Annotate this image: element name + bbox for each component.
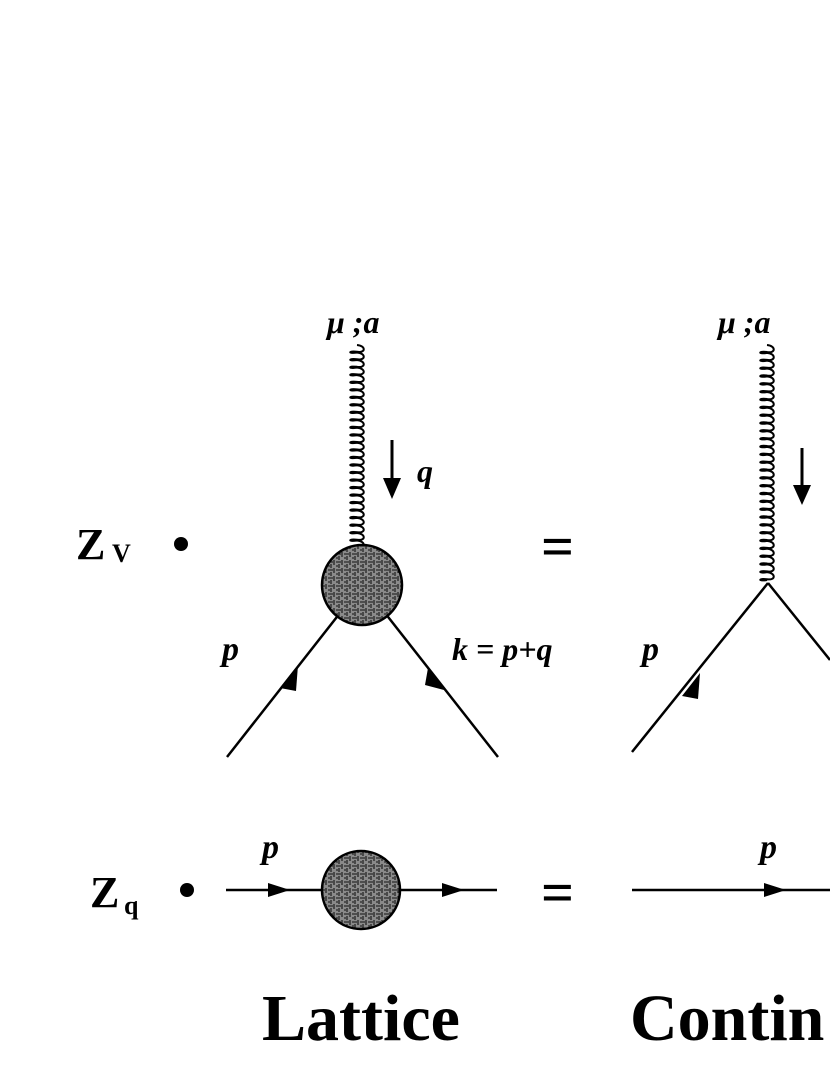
lattice-incoming-arrow xyxy=(280,665,298,691)
lattice-gluon-label: μ ;a xyxy=(325,304,379,340)
zv-multiply-dot xyxy=(174,537,188,551)
lattice-outgoing-arrow xyxy=(425,668,444,690)
lattice-momentum-q: q xyxy=(417,453,433,489)
vertex-row: Z V μ ;a q p k = p+q = μ ;a xyxy=(76,304,830,758)
zq-subscript: q xyxy=(124,891,139,920)
continuum-gluon-line xyxy=(759,344,775,582)
continuum-caption: Contin xyxy=(630,982,824,1055)
lattice-vertex-diagram: μ ;a q p k = p+q xyxy=(219,304,552,758)
lattice-propagator-arrow-in xyxy=(268,883,290,897)
lattice-momentum-p: p xyxy=(219,631,239,668)
continuum-propagator-diagram: p xyxy=(632,829,830,897)
continuum-propagator-momentum: p xyxy=(757,829,777,866)
lattice-caption: Lattice xyxy=(262,982,460,1055)
vertex-equals-sign: = xyxy=(541,514,574,579)
lattice-vertex-blob xyxy=(320,543,404,627)
lattice-outgoing-quark-line xyxy=(384,612,499,758)
continuum-incoming-quark-line xyxy=(631,582,769,753)
lattice-propagator-diagram: p xyxy=(226,829,497,931)
lattice-momentum-k: k = p+q xyxy=(452,631,552,667)
continuum-propagator-arrow xyxy=(764,883,786,897)
continuum-q-arrow-head xyxy=(793,485,811,505)
lattice-propagator-blob xyxy=(320,849,402,931)
continuum-outgoing-quark-line xyxy=(767,582,830,661)
lattice-propagator-momentum: p xyxy=(259,829,279,866)
continuum-vertex-diagram: μ ;a p xyxy=(631,304,830,753)
lattice-propagator-arrow-out xyxy=(442,883,464,897)
continuum-incoming-arrow xyxy=(682,673,700,699)
continuum-momentum-p: p xyxy=(639,631,659,668)
zq-symbol: Z xyxy=(90,868,119,917)
propagator-row: Z q p = p xyxy=(90,829,830,931)
lattice-q-arrow-head xyxy=(383,478,401,499)
continuum-gluon-label: μ ;a xyxy=(716,304,770,340)
lattice-gluon-line xyxy=(349,344,365,550)
zv-symbol: Z xyxy=(76,520,105,569)
zq-multiply-dot xyxy=(180,883,194,897)
propagator-equals-sign: = xyxy=(541,860,574,925)
zv-subscript: V xyxy=(112,539,131,568)
